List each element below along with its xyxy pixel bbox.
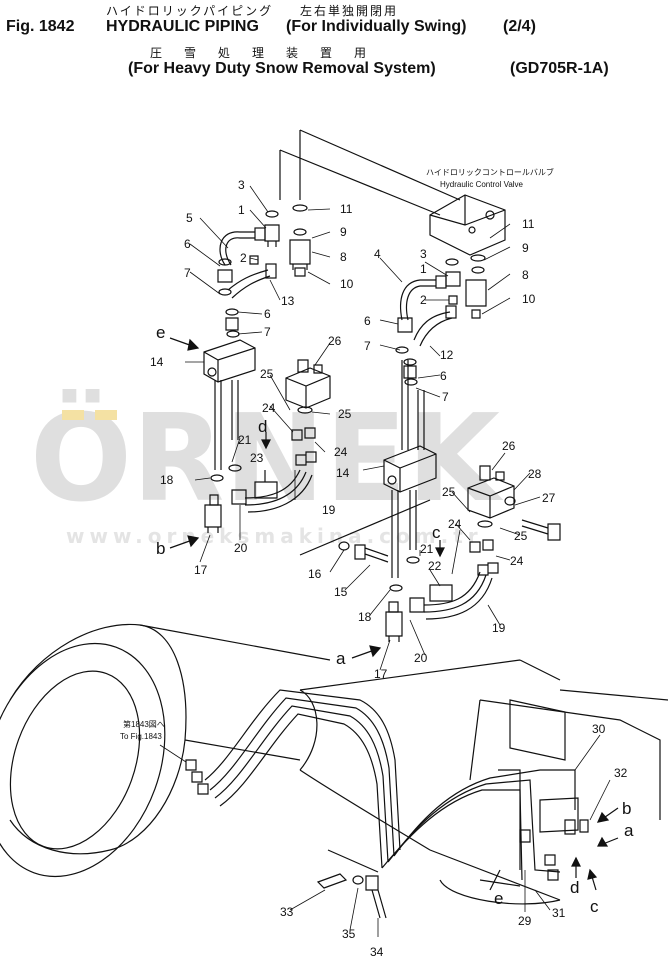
watermark-dot-left xyxy=(62,410,84,420)
part-number: 10 xyxy=(522,292,536,306)
part-number: 6 xyxy=(364,314,371,328)
part-number: 3 xyxy=(238,178,245,192)
part-number: 9 xyxy=(340,225,347,239)
header-jp-title: ハイドロリックパイピング xyxy=(106,4,274,18)
part-number: 21 xyxy=(420,542,434,556)
part-number: 35 xyxy=(342,927,356,941)
part-number: 26 xyxy=(328,334,342,348)
sheet-number: (2/4) xyxy=(503,18,536,35)
figure-title: HYDRAULIC PIPING xyxy=(106,18,259,35)
view-letter-a: a xyxy=(624,821,634,840)
view-letter-b: b xyxy=(156,539,165,558)
part-number: 33 xyxy=(280,905,294,919)
part-number: 12 xyxy=(440,348,454,362)
part-number: 8 xyxy=(522,268,529,282)
model-number: (GD705R-1A) xyxy=(510,60,609,77)
valve-label-en: Hydraulic Control Valve xyxy=(440,180,524,189)
figure-subtitle-2: (For Heavy Duty Snow Removal System) xyxy=(128,60,436,77)
header-jp-paren1: 左右単独開閉用 xyxy=(300,4,399,18)
view-arrows xyxy=(169,337,619,891)
part-number: 7 xyxy=(364,339,371,353)
part-number: 20 xyxy=(234,541,248,555)
part-number: 7 xyxy=(184,266,191,280)
part-number: 32 xyxy=(614,766,628,780)
figure-number: Fig. 1842 xyxy=(6,18,75,35)
control-valve-body xyxy=(429,194,506,256)
part-number: 1 xyxy=(238,203,245,217)
view-letter-labels: e b d c a b a d c e xyxy=(156,323,634,916)
watermark-url: www.orneksmakina.com.tr xyxy=(66,524,483,548)
part-number: 25 xyxy=(260,367,274,381)
part-number-labels: 3 1 2 5 6 7 6 7 13 11 9 8 10 14 26 25 25… xyxy=(150,178,628,959)
part-number: 10 xyxy=(340,277,354,291)
header-jp-paren2: 圧雪処理装置用 xyxy=(150,46,389,60)
figure-subtitle-1: (For Individually Swing) xyxy=(286,18,467,35)
part-number: 21 xyxy=(238,433,252,447)
part-number: 6 xyxy=(264,307,271,321)
part-number: 13 xyxy=(281,294,295,308)
part-number: 20 xyxy=(414,651,428,665)
part-number: 1 xyxy=(420,262,427,276)
view-letter-e: e xyxy=(494,889,503,908)
part-number: 11 xyxy=(340,202,353,216)
valve-label-jp: ハイドロリックコントロールバルブ xyxy=(426,167,554,177)
part-number: 24 xyxy=(510,554,524,568)
view-letter-b: b xyxy=(622,799,631,818)
part-number: 3 xyxy=(420,247,427,261)
part-number: 8 xyxy=(340,250,347,264)
part-number: 24 xyxy=(448,517,462,531)
view-letter-c: c xyxy=(432,523,441,542)
part-number: 25 xyxy=(338,407,352,421)
part-number: 34 xyxy=(370,945,384,959)
fig-ref-en: To Fig.1843 xyxy=(120,732,162,741)
part-number: 7 xyxy=(442,390,449,404)
part-number: 9 xyxy=(522,241,529,255)
part-number: 11 xyxy=(522,217,535,231)
part-number: 5 xyxy=(186,211,193,225)
part-number: 27 xyxy=(542,491,556,505)
part-number: 22 xyxy=(428,559,442,573)
part-number: 15 xyxy=(334,585,348,599)
part-number: 23 xyxy=(250,451,264,465)
watermark: ÖRNEK www.orneksmakina.com.tr xyxy=(30,389,504,548)
part-number: 2 xyxy=(420,293,427,307)
view-letter-c: c xyxy=(590,897,599,916)
fig-ref-jp: 第1843図へ xyxy=(123,719,165,729)
view-letter-d: d xyxy=(258,417,267,436)
part-number: 28 xyxy=(528,467,542,481)
part-number: 14 xyxy=(336,466,350,480)
view-letter-a: a xyxy=(336,649,346,668)
part-number: 17 xyxy=(194,563,208,577)
part-number: 7 xyxy=(264,325,271,339)
line-art xyxy=(0,129,668,919)
part-number: 14 xyxy=(150,355,164,369)
part-number: 6 xyxy=(440,369,447,383)
part-number: 4 xyxy=(374,247,381,261)
part-number: 24 xyxy=(262,401,276,415)
part-number: 19 xyxy=(322,503,336,517)
part-number: 18 xyxy=(160,473,174,487)
figure-header: ハイドロリックパイピング 左右単独開閉用 Fig. 1842 HYDRAULIC… xyxy=(0,0,668,90)
view-letter-e: e xyxy=(156,323,165,342)
part-number: 2 xyxy=(240,251,247,265)
part-number: 26 xyxy=(502,439,516,453)
watermark-dot-right xyxy=(95,410,117,420)
part-number: 25 xyxy=(514,529,528,543)
part-number: 19 xyxy=(492,621,506,635)
part-number: 24 xyxy=(334,445,348,459)
view-letter-d: d xyxy=(570,878,579,897)
part-number: 31 xyxy=(552,906,566,920)
part-number: 6 xyxy=(184,237,191,251)
leader-lines xyxy=(159,185,611,937)
part-number: 30 xyxy=(592,722,606,736)
part-number: 25 xyxy=(442,485,456,499)
part-number: 18 xyxy=(358,610,372,624)
part-number: 29 xyxy=(518,914,532,928)
part-number: 16 xyxy=(308,567,322,581)
part-number: 17 xyxy=(374,667,388,681)
